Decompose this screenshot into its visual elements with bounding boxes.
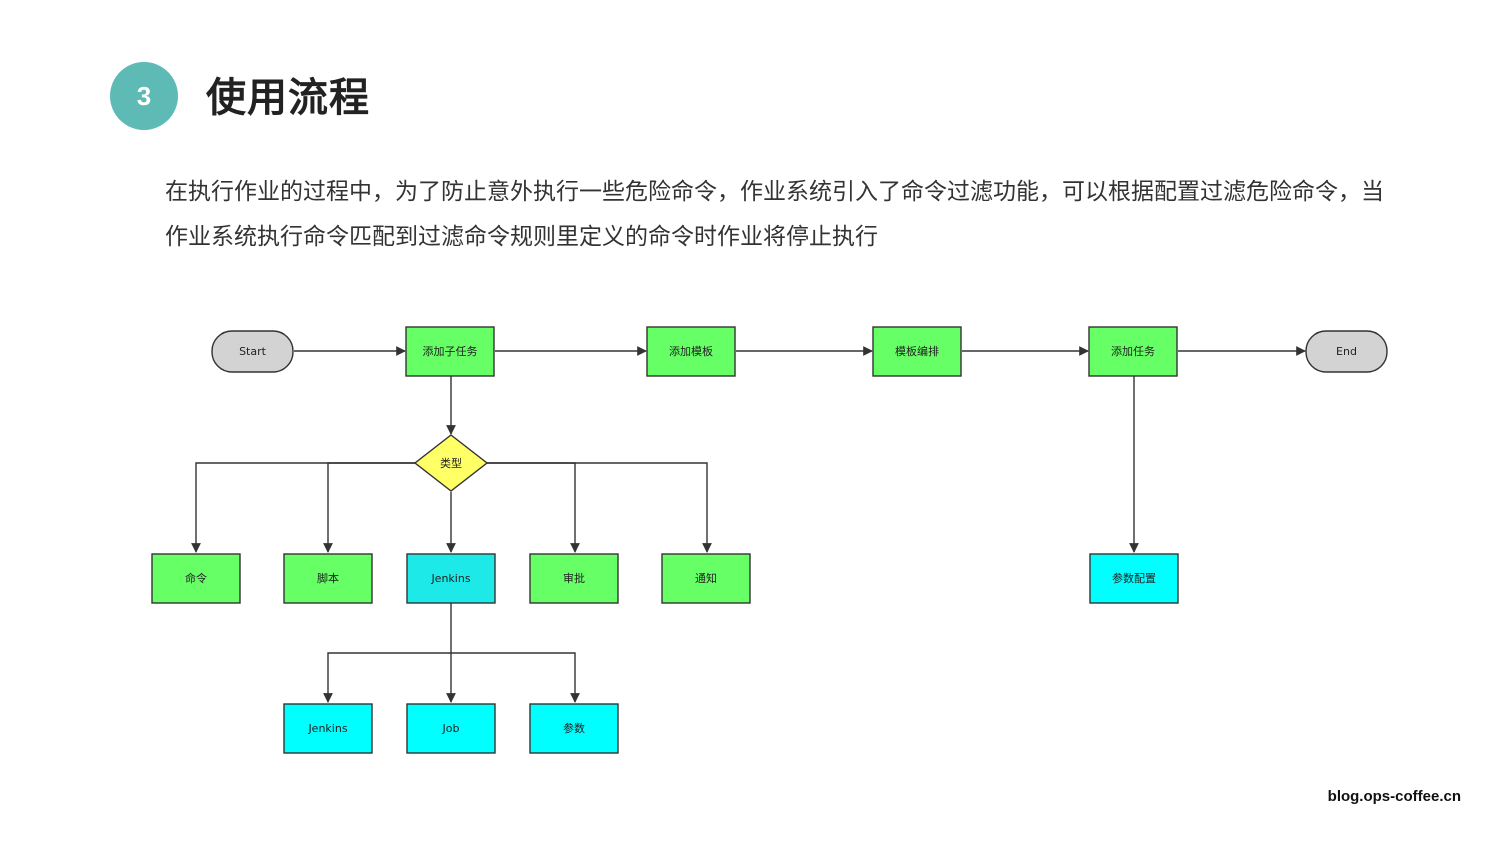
svg-text:添加任务: 添加任务 bbox=[1111, 344, 1155, 358]
svg-text:通知: 通知 bbox=[695, 571, 717, 585]
svg-text:命令: 命令 bbox=[185, 571, 207, 585]
param-config-node: 参数配置 bbox=[1089, 553, 1179, 604]
add-template-node: 添加模板 bbox=[646, 326, 736, 377]
edge-decision-to-notify bbox=[487, 462, 712, 553]
svg-text:Jenkins: Jenkins bbox=[430, 572, 470, 585]
footer-site-url: blog.ops-coffee.cn bbox=[1327, 788, 1461, 805]
svg-text:模板编排: 模板编排 bbox=[895, 344, 939, 358]
svg-text:添加模板: 添加模板 bbox=[669, 344, 713, 358]
start-node: Start bbox=[211, 330, 294, 373]
svg-text:参数: 参数 bbox=[563, 721, 585, 735]
command-node: 命令 bbox=[151, 553, 241, 604]
approval-node: 审批 bbox=[529, 553, 619, 604]
description-text: 在执行作业的过程中，为了防止意外执行一些危险命令，作业系统引入了命令过滤功能，可… bbox=[165, 179, 1384, 250]
svg-text:End: End bbox=[1336, 345, 1357, 358]
type-decision-node: 类型 bbox=[413, 434, 489, 492]
svg-text:审批: 审批 bbox=[563, 571, 585, 585]
svg-text:脚本: 脚本 bbox=[317, 571, 339, 585]
job-param-node: Job bbox=[406, 703, 496, 754]
script-node: 脚本 bbox=[283, 553, 373, 604]
svg-text:Jenkins: Jenkins bbox=[307, 722, 347, 735]
page-title: 使用流程 bbox=[206, 75, 370, 121]
edge-decision-to-command bbox=[191, 462, 415, 553]
end-node: End bbox=[1305, 330, 1388, 373]
edge-jenkins-to-jenkins bbox=[323, 652, 451, 703]
connectors bbox=[191, 346, 1306, 703]
edge-jenkins-to-params bbox=[451, 652, 580, 703]
jenkins-param-node: Jenkins bbox=[283, 703, 373, 754]
jenkins-node: Jenkins bbox=[406, 553, 496, 604]
params-node: 参数 bbox=[529, 703, 619, 754]
subtask-node: 添加子任务 bbox=[405, 326, 495, 377]
template-arrange-node: 模板编排 bbox=[872, 326, 962, 377]
notify-node: 通知 bbox=[661, 553, 751, 604]
svg-text:参数配置: 参数配置 bbox=[1112, 571, 1156, 585]
svg-text:类型: 类型 bbox=[440, 456, 462, 470]
edge-decision-to-script bbox=[323, 462, 415, 553]
svg-text:Job: Job bbox=[442, 722, 460, 735]
add-task-node: 添加任务 bbox=[1088, 326, 1178, 377]
svg-text:Start: Start bbox=[239, 345, 267, 358]
edge-decision-to-approval bbox=[487, 462, 580, 553]
step-number-badge: 3 bbox=[110, 62, 178, 130]
svg-text:添加子任务: 添加子任务 bbox=[423, 344, 478, 358]
